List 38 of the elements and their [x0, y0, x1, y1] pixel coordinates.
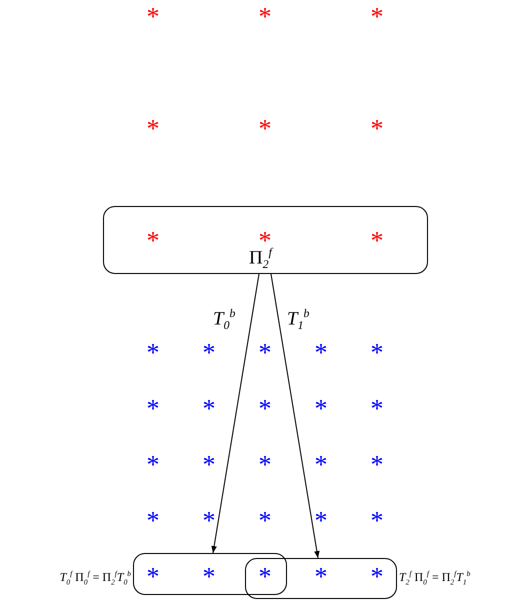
asterisk-mark: *: [370, 452, 384, 478]
asterisk-mark: *: [370, 340, 384, 366]
asterisk-mark: *: [146, 116, 160, 142]
arrow: [211, 274, 260, 554]
asterisk-mark: *: [146, 564, 160, 590]
asterisk-mark: *: [202, 564, 216, 590]
asterisk-mark: *: [258, 396, 272, 422]
asterisk-mark: *: [258, 452, 272, 478]
asterisk-mark: *: [146, 340, 160, 366]
asterisk-mark: *: [146, 4, 160, 30]
asterisk-mark: *: [314, 452, 328, 478]
asterisk-mark: *: [370, 508, 384, 534]
asterisk-mark: *: [258, 564, 272, 590]
asterisk-mark: *: [146, 396, 160, 422]
asterisk-mark: *: [146, 508, 160, 534]
asterisk-mark: *: [370, 4, 384, 30]
asterisk-mark: *: [258, 340, 272, 366]
asterisk-mark: *: [314, 340, 328, 366]
asterisk-mark: *: [202, 452, 216, 478]
asterisk-mark: *: [314, 396, 328, 422]
asterisk-mark: *: [370, 564, 384, 590]
asterisk-mark: *: [202, 508, 216, 534]
asterisk-mark: *: [370, 116, 384, 142]
asterisk-mark: *: [258, 116, 272, 142]
asterisk-mark: *: [370, 396, 384, 422]
asterisk-mark: *: [202, 396, 216, 422]
rounded-box: [103, 206, 428, 274]
asterisk-mark: *: [146, 228, 160, 254]
asterisk-mark: *: [314, 508, 328, 534]
asterisk-mark: *: [146, 452, 160, 478]
asterisk-mark: *: [202, 340, 216, 366]
arrow: [270, 274, 320, 558]
asterisk-mark: *: [258, 508, 272, 534]
asterisk-mark: *: [258, 4, 272, 30]
asterisk-mark: *: [314, 564, 328, 590]
rounded-box: [133, 553, 287, 595]
rounded-box: [245, 558, 397, 599]
asterisk-mark: *: [370, 228, 384, 254]
